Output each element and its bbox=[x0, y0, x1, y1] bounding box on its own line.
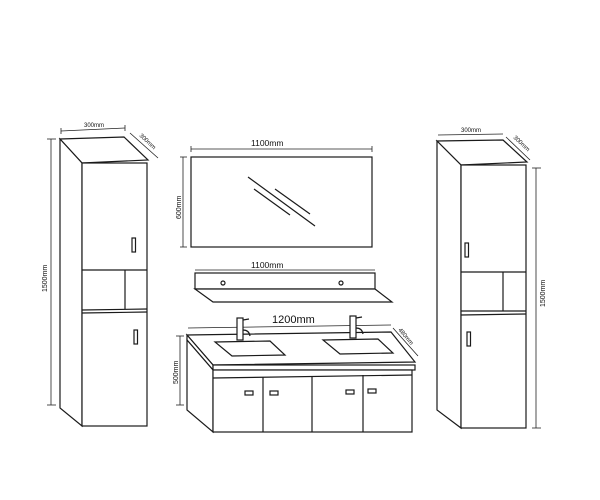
mirror: 1100mm 600mm bbox=[176, 138, 373, 248]
right-tall-cabinet: 300mm 300mm 1500mm bbox=[435, 128, 547, 430]
glass-shelf: 1100mm bbox=[193, 260, 394, 303]
left-cabinet-upper-handle bbox=[131, 237, 137, 253]
left-basin bbox=[213, 340, 287, 357]
left-cabinet-side bbox=[59, 137, 83, 428]
shelf-width-label: 1100mm bbox=[251, 260, 283, 270]
right-cabinet-width-label: 300mm bbox=[461, 128, 481, 134]
right-cabinet-height-label: 1500mm bbox=[540, 280, 547, 307]
right-cabinet-lower-handle bbox=[466, 331, 472, 347]
left-cabinet-width-label: 300mm bbox=[84, 123, 104, 129]
vanity-width-label: 1200mm bbox=[272, 314, 315, 326]
double-vanity: 1200mm 480mm 500mm bbox=[173, 314, 419, 434]
mirror-height-label: 600mm bbox=[176, 195, 183, 219]
right-cabinet-side bbox=[436, 139, 462, 430]
left-cabinet-lower-handle bbox=[133, 329, 139, 345]
left-tall-cabinet: 300mm 300mm 1500mm bbox=[42, 123, 159, 428]
left-cabinet-front bbox=[81, 162, 148, 427]
left-faucet-icon bbox=[236, 317, 251, 341]
right-cabinet-upper-handle bbox=[464, 242, 470, 258]
vanity-height-label: 500mm bbox=[173, 360, 180, 384]
mirror-width-label: 1100mm bbox=[251, 138, 283, 148]
right-cabinet-front bbox=[460, 164, 527, 429]
vanity-countertop bbox=[185, 331, 417, 366]
right-basin bbox=[321, 338, 395, 355]
left-cabinet-height-label: 1500mm bbox=[42, 265, 49, 292]
right-faucet-icon bbox=[349, 315, 364, 339]
